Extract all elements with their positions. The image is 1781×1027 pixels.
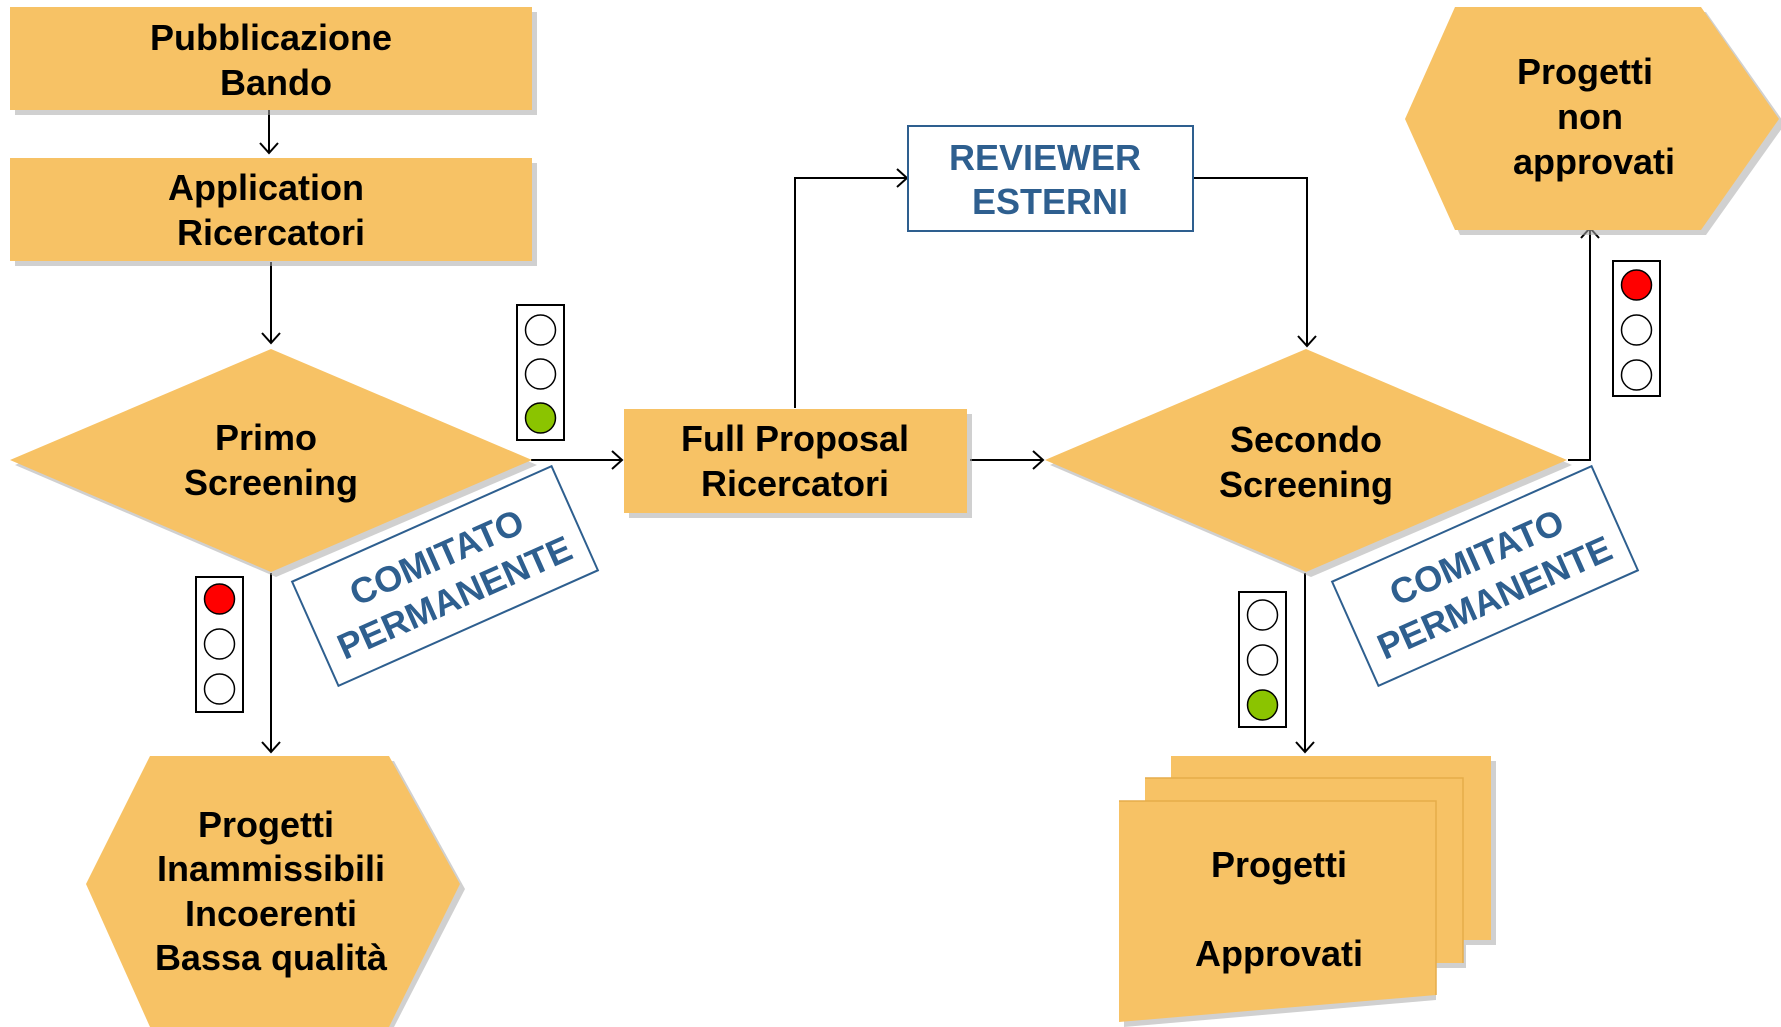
traffic-light-green-lamp: [1246, 689, 1279, 721]
node-progetti-non-approvati: Progetti non approvati: [1405, 7, 1781, 235]
traffic-light-amber-lamp: [1620, 314, 1653, 346]
inammissibili-line4: Bassa qualità: [155, 937, 388, 978]
traffic-light-green-lamp: [1620, 359, 1653, 391]
traffic-light-primo-pass: [516, 304, 565, 441]
inammissibili-line1: Progetti: [198, 804, 334, 845]
node-application-ricercatori: Application Ricercatori: [10, 158, 537, 266]
approvati-line2: Approvati: [1195, 933, 1363, 974]
approvati-line1: Progetti: [1211, 844, 1347, 885]
reviewer-line2: ESTERNI: [972, 181, 1128, 222]
traffic-light-green-lamp: [524, 402, 557, 434]
traffic-light-amber-lamp: [203, 628, 236, 660]
node-progetti-approvati: Progetti Approvati: [1119, 756, 1496, 1027]
connector-reviewer-secondo: [1193, 177, 1308, 346]
node-pubblicazione-bando: Pubblicazione Bando: [10, 7, 537, 115]
pubblicazione-line2: Bando: [220, 62, 332, 103]
traffic-light-amber-lamp: [1246, 644, 1279, 676]
traffic-light-secondo-pass: [1238, 591, 1287, 728]
connector-secondo-nonapprovati: [1568, 228, 1591, 461]
inammissibili-line2: Inammissibili: [157, 848, 385, 889]
inammissibili-line3: Incoerenti: [185, 893, 357, 934]
application-line1: Application: [168, 167, 364, 208]
connector-fullproposal-reviewer: [794, 177, 907, 408]
primo-line1: Primo: [215, 417, 317, 458]
node-secondo-screening: Secondo Screening: [1045, 349, 1572, 577]
full-proposal-line2: Ricercatori: [701, 463, 889, 504]
non-approvati-line2: non: [1557, 96, 1623, 137]
traffic-light-green-lamp: [203, 673, 236, 705]
pubblicazione-line1: Pubblicazione: [150, 17, 392, 58]
node-reviewer-esterni: REVIEWER ESTERNI: [907, 125, 1194, 232]
node-full-proposal: Full Proposal Ricercatori: [624, 409, 972, 518]
secondo-line1: Secondo: [1230, 419, 1382, 460]
traffic-light-amber-lamp: [524, 358, 557, 390]
non-approvati-line3: approvati: [1513, 141, 1675, 182]
primo-line2: Screening: [184, 462, 358, 503]
reviewer-line1: REVIEWER: [949, 137, 1141, 178]
connectors: [259, 110, 1600, 754]
traffic-light-red-lamp: [1620, 269, 1653, 301]
traffic-light-red-lamp: [1246, 599, 1279, 631]
node-primo-screening: Primo Screening: [10, 349, 537, 577]
traffic-light-secondo-reject: [1612, 260, 1661, 397]
application-line2: Ricercatori: [177, 212, 365, 253]
traffic-light-red-lamp: [203, 583, 236, 615]
non-approvati-line1: Progetti: [1517, 51, 1653, 92]
traffic-light-red-lamp: [524, 314, 557, 346]
traffic-light-primo-reject: [195, 576, 244, 713]
node-progetti-inammissibili: Progetti Inammissibili Incoerenti Bassa …: [86, 756, 465, 1027]
full-proposal-line1: Full Proposal: [681, 418, 909, 459]
secondo-line2: Screening: [1219, 464, 1393, 505]
